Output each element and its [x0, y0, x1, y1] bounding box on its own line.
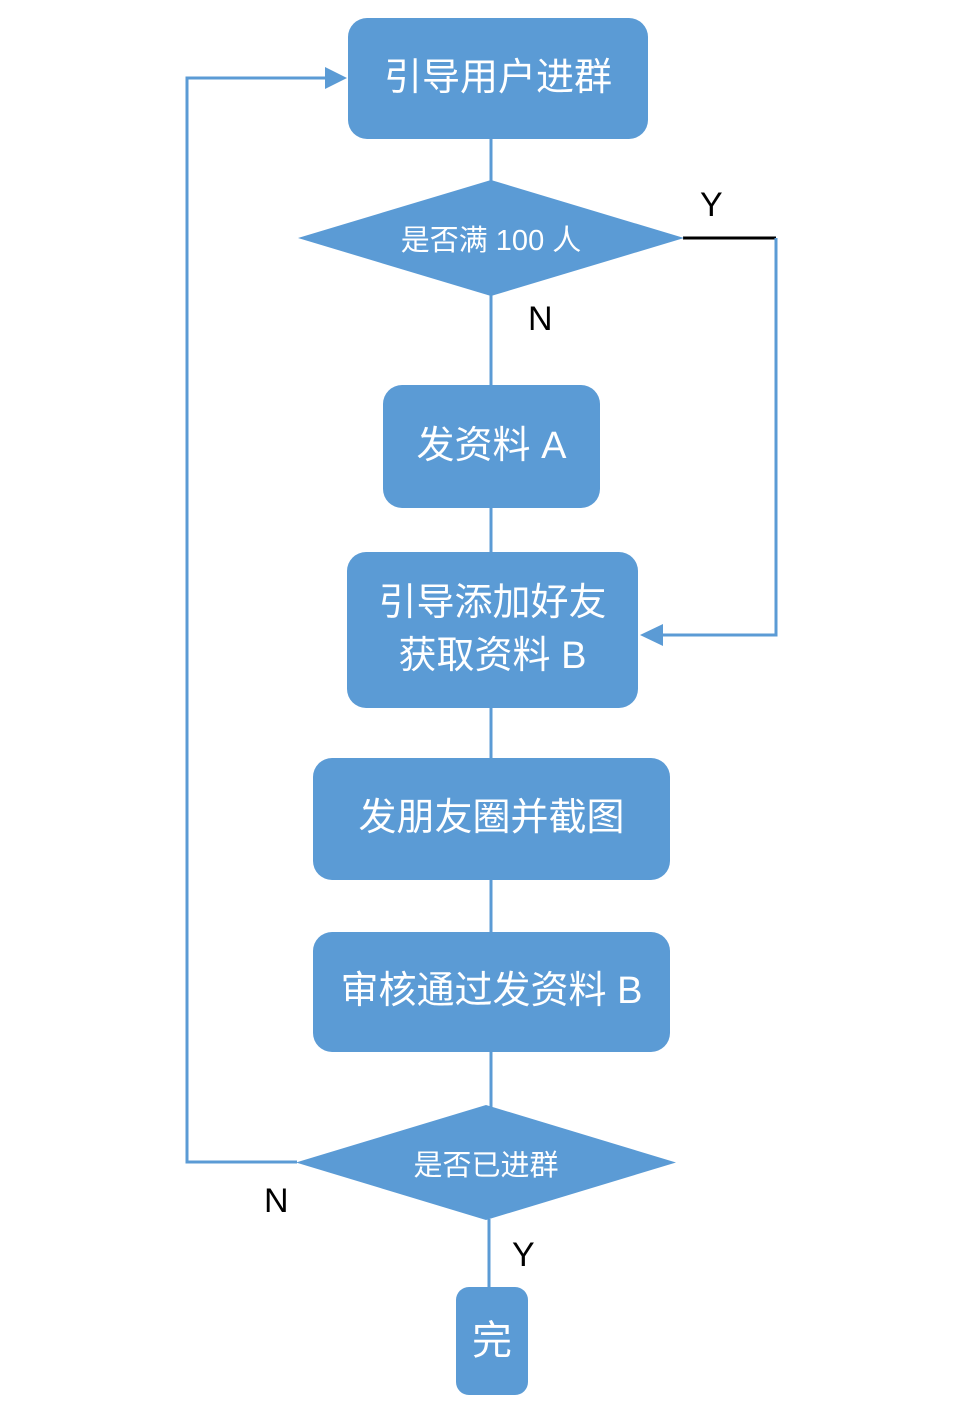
node-start-label: 引导用户进群: [383, 56, 612, 99]
node-decision-joined-group-label: 是否已进群: [413, 1149, 559, 1182]
node-post-moments-screenshot-label: 发朋友圈并截图: [358, 797, 625, 840]
node-start: 引导用户进群: [348, 18, 648, 139]
node-add-friend-get-b: 引导添加好友 获取资料 B: [347, 552, 638, 708]
node-review-send-b-label: 审核通过发资料 B: [340, 970, 643, 1013]
edge-label-full-no: N: [528, 300, 553, 338]
node-send-material-a-label: 发资料 A: [416, 424, 567, 467]
edge-decision-full-yes-blue-segment: [661, 238, 778, 637]
node-decision-full-label: 是否满 100 人: [400, 225, 582, 257]
node-review-send-b: 审核通过发资料 B: [313, 932, 670, 1052]
arrowhead-into-add-friend: [640, 624, 663, 646]
edge-decision-joined-no-feedback: [185, 76, 327, 1164]
node-post-moments-screenshot: 发朋友圈并截图: [313, 758, 670, 880]
node-end-label: 完: [472, 1319, 512, 1363]
node-send-material-a: 发资料 A: [383, 385, 600, 508]
node-add-friend-get-b-label: 引导添加好友 获取资料 B: [378, 581, 607, 677]
node-end: 完: [456, 1287, 528, 1395]
edge-label-joined-no: N: [264, 1182, 289, 1220]
arrowhead-into-start: [325, 67, 347, 89]
edge-label-full-yes: Y: [700, 186, 723, 224]
edge-label-joined-yes: Y: [512, 1236, 535, 1274]
